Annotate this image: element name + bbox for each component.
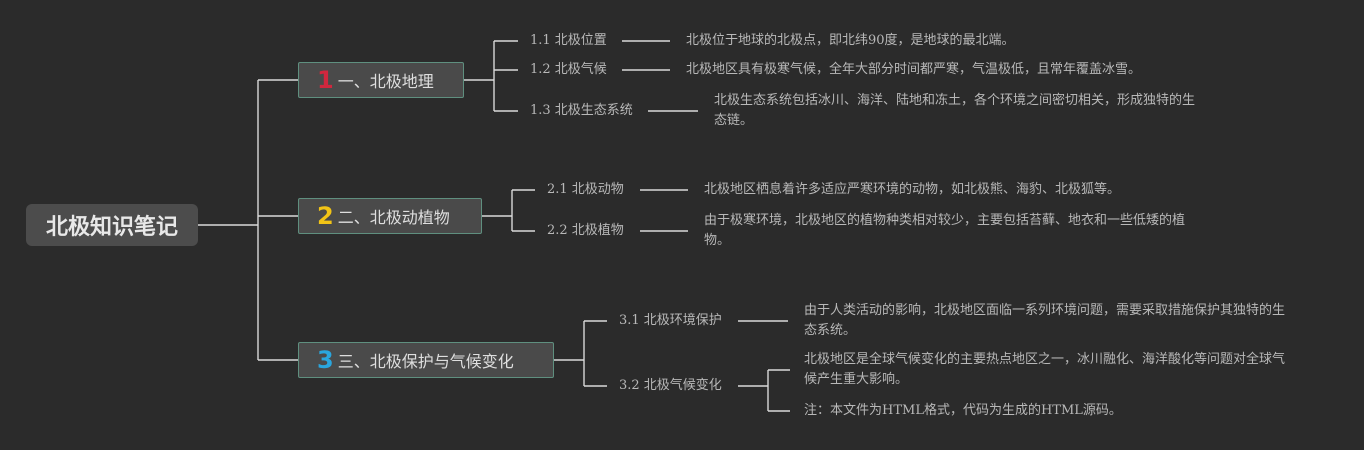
topic-label: 3.2 北极气候变化 bbox=[619, 378, 722, 393]
branch-label: 二、北极动植物 bbox=[337, 208, 450, 227]
topic-label: 2.1 北极动物 bbox=[547, 182, 624, 197]
note-text: 北极位于地球的北极点，即北纬90度，是地球的最北端。 bbox=[686, 33, 1015, 48]
topic-label: 3.1 北极环境保护 bbox=[619, 313, 722, 328]
topic-node[interactable]: 3.1 北极环境保护 bbox=[619, 311, 722, 331]
note-text: 注：本文件为HTML格式，代码为生成的HTML源码。 bbox=[804, 403, 1122, 418]
note-text: 北极生态系统包括冰川、海洋、陆地和冻土，各个环境之间密切相关，形成独特的生态链。 bbox=[714, 93, 1196, 128]
topic-label: 1.3 北极生态系统 bbox=[530, 103, 633, 118]
note-text: 北极地区栖息着许多适应严寒环境的动物，如北极熊、海豹、北极狐等。 bbox=[704, 182, 1121, 197]
branch-node-geography[interactable]: 1 一、北极地理 bbox=[298, 62, 464, 98]
note-text: 由于人类活动的影响，北极地区面临一系列环境问题，需要采取措施保护其独特的生态系统… bbox=[804, 303, 1286, 338]
topic-node[interactable]: 2.2 北极植物 bbox=[547, 221, 624, 241]
root-label: 北极知识笔记 bbox=[45, 215, 178, 240]
topic-label: 2.2 北极植物 bbox=[547, 223, 624, 238]
note-text: 北极地区是全球气候变化的主要热点地区之一，冰川融化、海洋酸化等问题对全球气候产生… bbox=[804, 352, 1286, 387]
topic-node[interactable]: 3.2 北极气候变化 bbox=[619, 376, 722, 396]
topic-node[interactable]: 1.1 北极位置 bbox=[530, 31, 607, 51]
topic-label: 1.1 北极位置 bbox=[530, 33, 607, 48]
branch-node-flora-fauna[interactable]: 2 二、北极动植物 bbox=[298, 198, 482, 234]
branch-label: 一、北极地理 bbox=[337, 72, 434, 91]
note-text: 由于极寒环境，北极地区的植物种类相对较少，主要包括苔藓、地衣和一些低矮的植物。 bbox=[704, 213, 1186, 248]
topic-node[interactable]: 1.2 北极气候 bbox=[530, 60, 607, 80]
topic-node[interactable]: 1.3 北极生态系统 bbox=[530, 101, 633, 121]
branch-label: 三、北极保护与气候变化 bbox=[337, 352, 514, 371]
number-1-icon: 1 bbox=[317, 66, 334, 94]
root-node[interactable]: 北极知识笔记 bbox=[26, 204, 198, 246]
number-2-icon: 2 bbox=[317, 202, 334, 230]
number-3-icon: 3 bbox=[317, 346, 334, 374]
topic-label: 1.2 北极气候 bbox=[530, 62, 607, 77]
branch-node-protection-climate[interactable]: 3 三、北极保护与气候变化 bbox=[298, 342, 554, 378]
note-text: 北极地区具有极寒气候，全年大部分时间都严寒，气温极低，且常年覆盖冰雪。 bbox=[686, 62, 1142, 77]
topic-node[interactable]: 2.1 北极动物 bbox=[547, 180, 624, 200]
